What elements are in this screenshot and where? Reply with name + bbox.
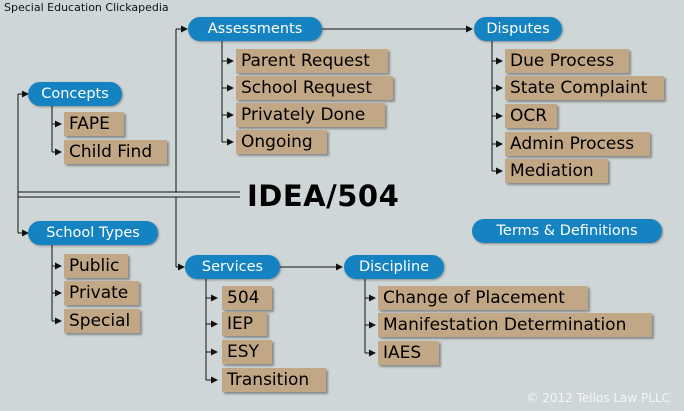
- item-public[interactable]: Public: [64, 254, 128, 278]
- item-transition[interactable]: Transition: [222, 368, 326, 392]
- topic-discipline[interactable]: Discipline: [344, 255, 444, 279]
- item-iaes[interactable]: IAES: [378, 341, 439, 365]
- item-504[interactable]: 504: [222, 286, 272, 310]
- page-title: Special Education Clickapedia: [4, 1, 169, 14]
- item-manifestation-determination[interactable]: Manifestation Determination: [378, 313, 652, 337]
- topic-assessments[interactable]: Assessments: [188, 17, 322, 41]
- item-parent-request[interactable]: Parent Request: [236, 49, 388, 73]
- topic-school-types[interactable]: School Types: [28, 221, 158, 245]
- item-mediation[interactable]: Mediation: [505, 159, 608, 183]
- item-state-complaint[interactable]: State Complaint: [505, 76, 664, 100]
- item-ongoing[interactable]: Ongoing: [236, 130, 327, 154]
- item-private[interactable]: Private: [64, 281, 139, 305]
- topic-disputes[interactable]: Disputes: [474, 17, 562, 41]
- topic-terms-definitions[interactable]: Terms & Definitions: [472, 219, 662, 243]
- item-iep[interactable]: IEP: [222, 312, 267, 336]
- item-admin-process[interactable]: Admin Process: [505, 132, 650, 156]
- copyright-notice: © 2012 Tellos Law PLLC: [526, 391, 670, 405]
- item-special[interactable]: Special: [64, 309, 140, 333]
- topic-services[interactable]: Services: [185, 255, 280, 279]
- item-fape[interactable]: FAPE: [64, 112, 124, 136]
- item-child-find[interactable]: Child Find: [64, 140, 167, 164]
- item-privately-done[interactable]: Privately Done: [236, 103, 385, 127]
- topic-concepts[interactable]: Concepts: [28, 82, 122, 106]
- center-node[interactable]: IDEA/504: [247, 179, 400, 213]
- item-school-request[interactable]: School Request: [236, 76, 393, 100]
- item-due-process[interactable]: Due Process: [505, 49, 629, 73]
- item-esy[interactable]: ESY: [222, 340, 272, 364]
- item-change-of-placement[interactable]: Change of Placement: [378, 286, 588, 310]
- item-ocr[interactable]: OCR: [505, 104, 557, 128]
